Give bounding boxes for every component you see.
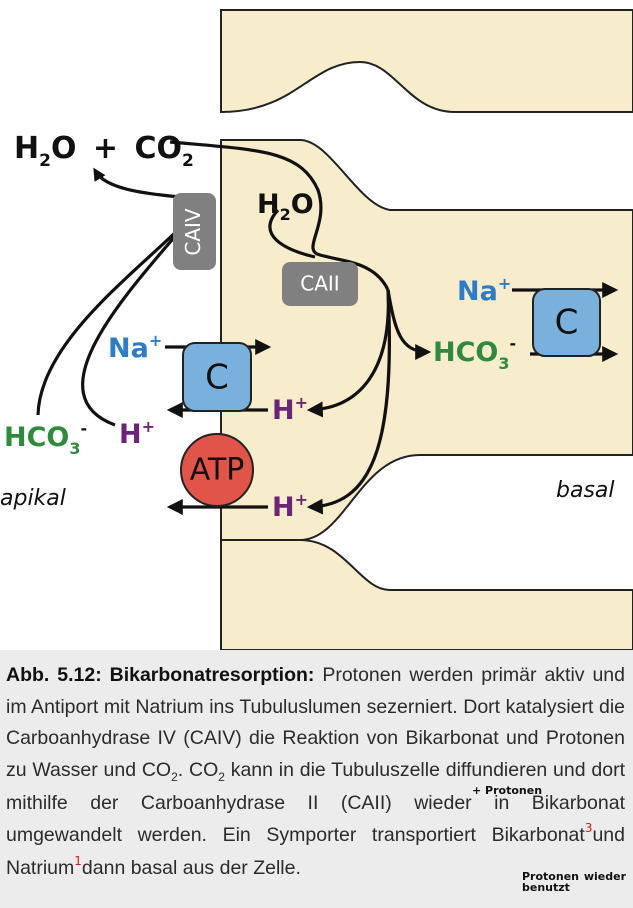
caption-text-3: kann in die Tubuluszelle diffundieren un… (6, 758, 625, 846)
svg-text:ATP: ATP (190, 453, 245, 488)
caption-sub-1: 2 (171, 769, 178, 784)
na-basal-label: Na+ (457, 274, 511, 307)
h-apical-low-label: H+ (272, 490, 308, 523)
h2o-cell-label: H2O (257, 189, 314, 224)
basal-symporter: C (532, 288, 601, 357)
handwritten-note-wieder-benutzt: Protonen wieder benutzt (522, 870, 626, 894)
svg-text:CAIV: CAIV (181, 208, 205, 256)
handwritten-note-3: 3 (584, 820, 593, 835)
h2o-co2-label: H2O + CO2 (14, 131, 194, 171)
h-lumen-label: H+ (119, 417, 155, 450)
caption-text-5: dann basal aus der Zelle. (81, 857, 301, 879)
figure-caption: Abb. 5.12: Bikarbonatresorption: Protone… (0, 650, 633, 908)
handwritten-note-1: 1 (74, 854, 82, 868)
svg-text:CAII: CAII (300, 272, 339, 296)
caption-text-1: Protonen werden primär aktiv und im Anti… (6, 664, 625, 781)
basal-label: basal (556, 478, 615, 503)
h-atpase-pump: ATP (180, 433, 254, 507)
tubule-cell (220, 139, 633, 541)
caption-text-4: und Natrium (6, 823, 625, 880)
h2o-to-caii-curve (268, 208, 316, 259)
upper-neighbor-cell (220, 9, 633, 114)
apikal-label: apikal (0, 486, 66, 511)
caption-text-2: . CO (177, 758, 219, 781)
hco3-lumen-label: HCO3- (4, 419, 87, 458)
svg-text:C: C (205, 358, 229, 398)
caii-enzyme: CAII (282, 262, 358, 306)
svg-text:C: C (555, 303, 579, 343)
caption-label: Abb. 5.12: Bikarbonatresorption: (6, 664, 315, 686)
caii-to-h-atpase-arrow (306, 289, 392, 515)
lower-neighbor-cell (220, 539, 633, 650)
caiv-enzyme: CAIV (173, 193, 216, 270)
handwritten-note-protonen: + Protonen (472, 784, 543, 797)
hco3-basal-label: HCO3- (433, 334, 516, 373)
na-apical-label: Na+ (108, 331, 162, 364)
bicarbonate-resorption-diagram: CAIV CAII C C ATP H2O + CO2 H2O Na+ Na+ … (0, 9, 633, 650)
apical-antiporter: C (182, 342, 252, 412)
h-apical-mid-label: H+ (272, 393, 308, 426)
caption-sub-2: 2 (218, 769, 225, 784)
